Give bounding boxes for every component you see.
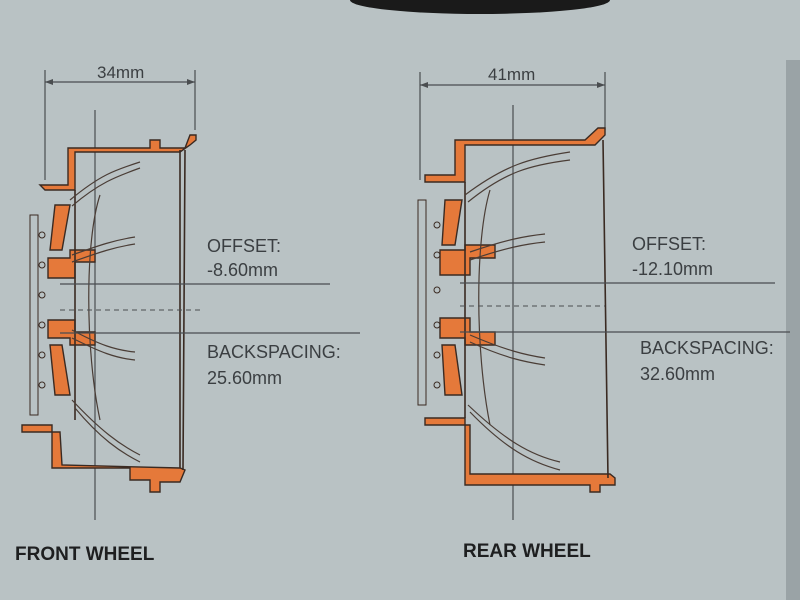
rear-offset-value: -12.10mm — [632, 259, 713, 279]
rear-offset-label: OFFSET: — [632, 234, 706, 254]
rear-spoke-flange — [441, 199, 463, 246]
front-width-label: 34mm — [97, 63, 144, 82]
front-offset-label: OFFSET: — [207, 236, 281, 256]
rear-hub-upper — [439, 244, 496, 276]
front-hub-upper — [47, 249, 96, 279]
front-spokes — [69, 161, 141, 463]
front-offset-value: -8.60mm — [207, 260, 278, 280]
front-wheel-group: 34mm — [15, 63, 360, 565]
front-backspacing-value: 25.60mm — [207, 368, 282, 388]
front-barrel-outline — [74, 149, 186, 471]
rear-wheel-section — [424, 127, 606, 183]
front-wheel-section — [38, 134, 197, 191]
rear-width-label: 41mm — [488, 65, 535, 84]
front-rim-bottom — [21, 424, 186, 493]
rear-backspacing-value: 32.60mm — [640, 364, 715, 384]
rear-wheel-caption: REAR WHEEL — [463, 541, 591, 562]
rear-spokes — [464, 151, 571, 471]
dark-object — [350, 0, 610, 14]
rear-spoke-flange-low — [441, 344, 463, 396]
front-spoke-flange — [49, 204, 71, 251]
edge-shadow — [786, 60, 800, 600]
rear-wheel-group: 41mm OFFSET: -12.10mm BACK — [417, 65, 790, 562]
rear-barrel-outline — [464, 139, 609, 479]
rear-rim-bottom — [424, 417, 616, 493]
rear-backspacing-label: BACKSPACING: — [640, 338, 774, 358]
front-backspacing-label: BACKSPACING: — [207, 342, 341, 362]
front-lug-studs — [29, 214, 46, 416]
front-wheel-caption: FRONT WHEEL — [15, 544, 155, 565]
front-spoke-flange-low — [49, 344, 71, 396]
rear-lug-studs — [417, 199, 441, 406]
